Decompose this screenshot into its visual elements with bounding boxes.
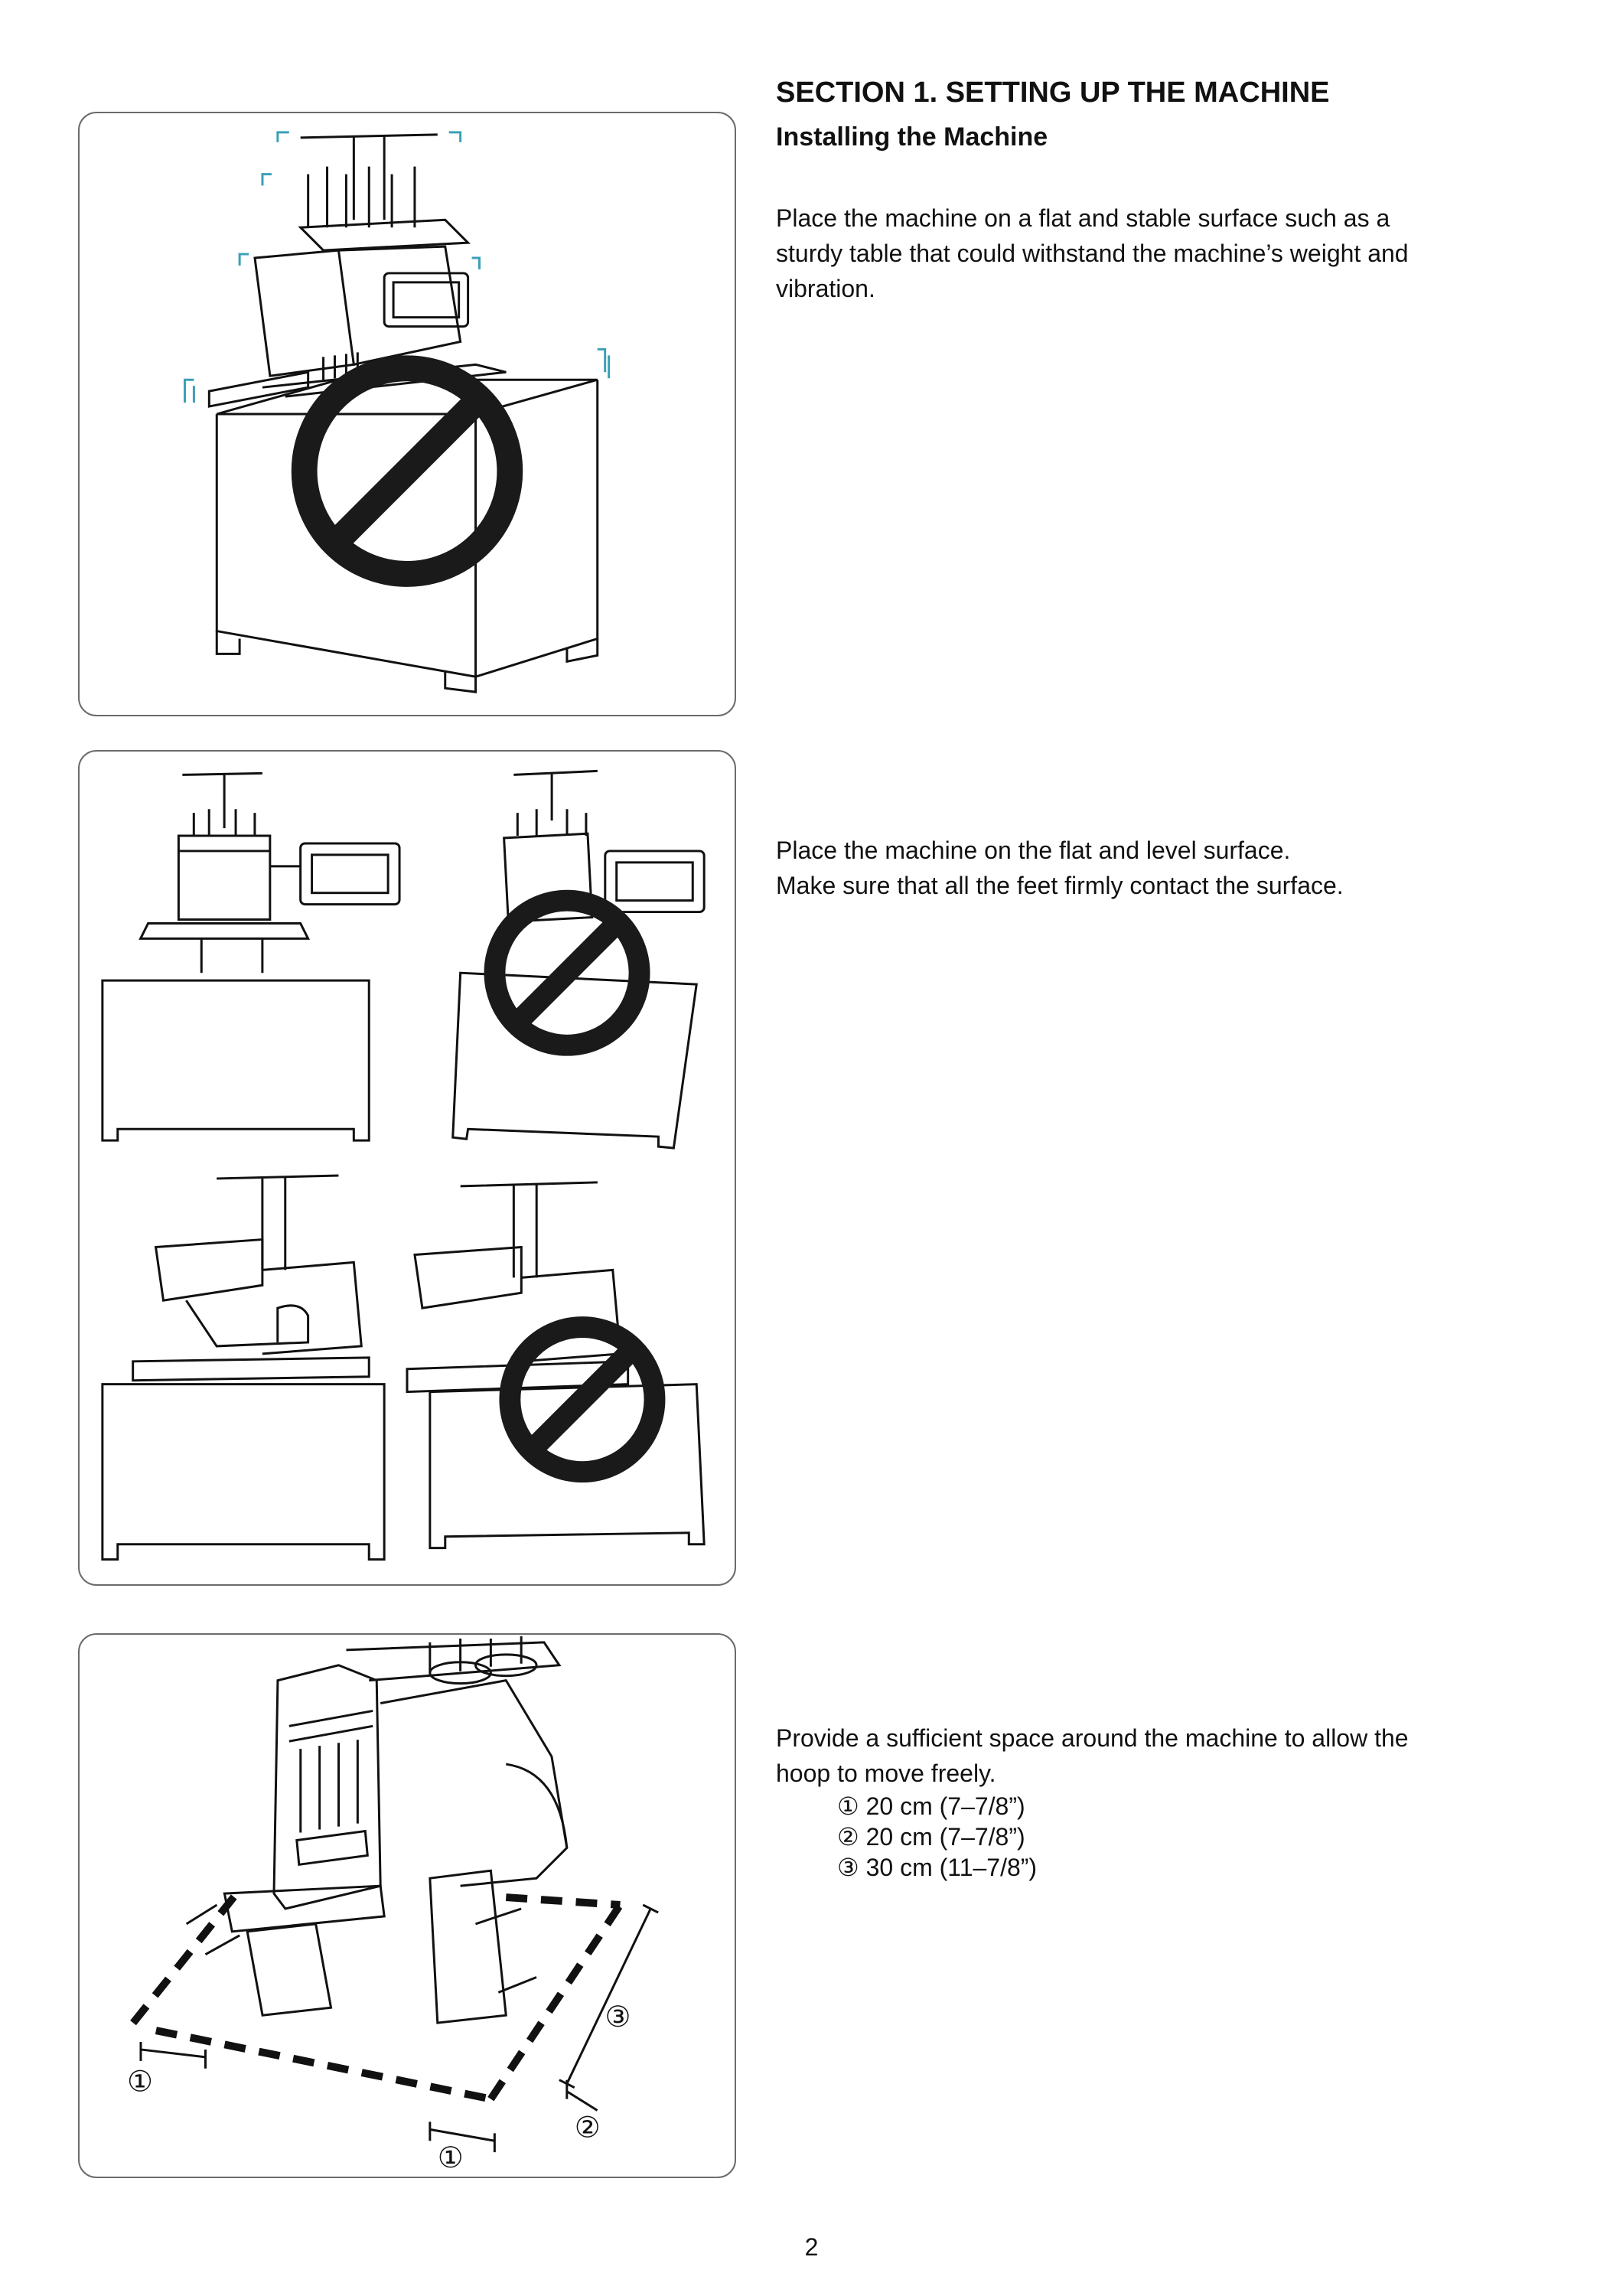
paragraph-line: Make sure that all the feet firmly conta…: [776, 872, 1344, 899]
paragraph-line: Place the machine on the flat and level …: [776, 837, 1291, 864]
paragraph-level-surface: Place the machine on the flat and level …: [776, 833, 1579, 903]
figure-clearance: ① ① ② ③: [78, 1633, 736, 2178]
figure-level-surface: [78, 750, 736, 1586]
prohibition-icon: [499, 1316, 666, 1483]
list-item: ① 20 cm (7–7/8”): [837, 1791, 1579, 1821]
list-item: ③ 30 cm (11–7/8”): [837, 1852, 1579, 1883]
dimension-value: 20 cm (7–7/8”): [865, 1792, 1025, 1820]
label-right-side: ②: [575, 2110, 601, 2144]
paragraph-clearance: Provide a sufficient space around the ma…: [776, 1720, 1579, 1883]
figure-unstable-table: [78, 112, 736, 716]
prohibition-icon: [484, 889, 650, 1056]
label-bottom-front: ①: [438, 2141, 464, 2174]
list-item: ② 20 cm (7–7/8”): [837, 1821, 1579, 1852]
paragraph-stable-surface: Place the machine on a flat and stable s…: [776, 204, 1409, 302]
section-title: SECTION 1. SETTING UP THE MACHINE: [776, 77, 1330, 109]
dimension-value: 30 cm (11–7/8”): [865, 1854, 1038, 1881]
prohibition-icon: [291, 355, 523, 587]
dimension-marker: ②: [837, 1823, 859, 1851]
dimension-value: 20 cm (7–7/8”): [865, 1823, 1025, 1851]
level-surface-illustration: [101, 769, 706, 1561]
label-left-front: ①: [127, 2065, 153, 2099]
paragraph-text: Provide a sufficient space around the ma…: [776, 1724, 1409, 1787]
page-number: 2: [804, 2233, 819, 2261]
subsection-title: Installing the Machine: [776, 122, 1048, 152]
unstable-table-illustration: [183, 131, 611, 693]
clearance-illustration: ① ① ② ③: [127, 1636, 659, 2174]
dimension-marker: ①: [837, 1792, 859, 1820]
dimension-list: ① 20 cm (7–7/8”) ② 20 cm (7–7/8”) ③ 30 c…: [776, 1791, 1579, 1883]
label-back-depth: ③: [605, 2000, 631, 2033]
dimension-marker: ③: [837, 1854, 859, 1881]
